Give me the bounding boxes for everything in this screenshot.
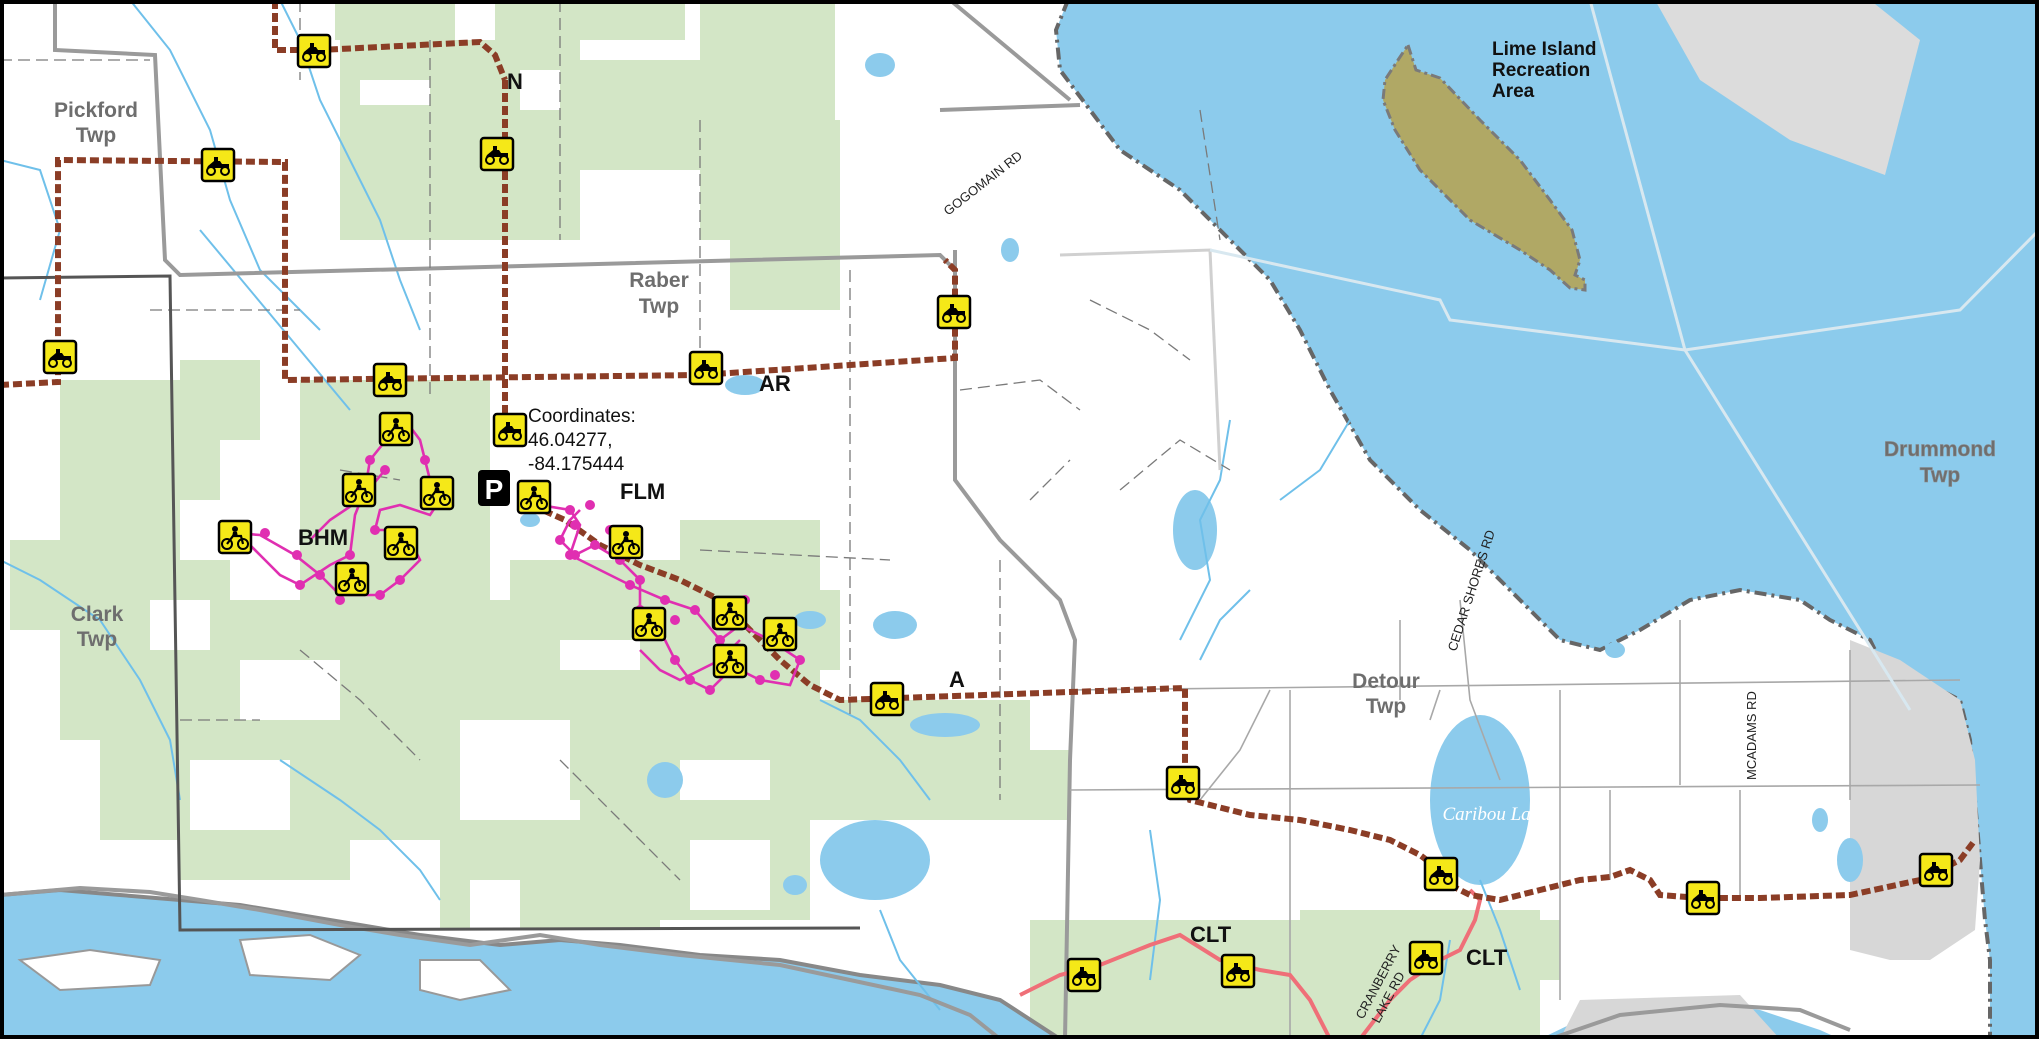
atv-trail-icon[interactable] (42, 339, 78, 375)
trail-label-bhm: BHM (298, 525, 348, 550)
township-label-drummond-twp: Twp (1920, 464, 1960, 487)
atv-trail-icon[interactable] (688, 350, 724, 386)
minor-roads (1069, 599, 1981, 1039)
svg-text:Recreation: Recreation (1492, 60, 1590, 81)
road-label-mcadams: MCADAMS RD (1744, 691, 1759, 780)
township-label-raber-twp: Twp (639, 295, 679, 318)
motorcycle-trail-icon[interactable] (341, 472, 377, 508)
atv-trail-icon[interactable] (1220, 953, 1256, 989)
township-label-detour-twp: Twp (1366, 695, 1406, 718)
atv-trail-icon[interactable] (1423, 856, 1459, 892)
parking-symbol: P (485, 474, 504, 505)
unpaved-roads (0, 0, 1231, 881)
township-labels: Pickford Twp Raber Twp Clark Twp Detour … (54, 99, 1996, 718)
lime-island (1381, 41, 1587, 292)
township-label-clark: Clark (71, 603, 124, 626)
drummond-island-land (1655, 0, 1920, 175)
township-label-drummond: Drummond (1884, 438, 1996, 461)
trail-label-flm: FLM (620, 479, 665, 504)
streams (0, 0, 1521, 1039)
coordinates-lat: 46.04277, (528, 430, 613, 451)
atv-trail-icon[interactable] (1408, 940, 1444, 976)
township-label-raber: Raber (629, 269, 689, 292)
motorcycle-trail-icon[interactable] (631, 606, 667, 642)
township-label-pickford: Pickford (54, 99, 138, 122)
water-boundaries (1209, 0, 2039, 711)
motorcycle-icons[interactable] (217, 411, 798, 679)
township-label-pickford-twp: Twp (76, 124, 116, 147)
trail-label-ar: AR (759, 371, 791, 396)
trail-label-a: A (949, 667, 965, 692)
motorcycle-trail-icon[interactable] (419, 475, 455, 511)
atv-trail-icon[interactable] (296, 33, 332, 69)
lake-huron (1053, 0, 2039, 1039)
motorcycle-trail-icon[interactable] (217, 519, 253, 555)
township-label-detour: Detour (1352, 670, 1420, 693)
lime-island-label: Lime Island Recreation Area (1492, 39, 1597, 102)
trail-label-clt-east: CLT (1466, 945, 1508, 970)
motorcycle-trail-icon[interactable] (608, 524, 644, 560)
atv-trail-icon[interactable] (1685, 880, 1721, 916)
svg-text:Lime Island: Lime Island (1492, 39, 1597, 60)
trail-label-n: N (507, 69, 523, 94)
atv-trail-icon[interactable] (1165, 765, 1201, 801)
atv-trail-icon[interactable] (492, 412, 528, 448)
township-label-clark-twp: Twp (77, 628, 117, 651)
motorcycle-trail-icon[interactable] (762, 616, 798, 652)
motorcycle-trail-icon[interactable] (516, 479, 552, 515)
motorcycle-trail-icon[interactable] (334, 561, 370, 597)
motorcycle-trail-icon[interactable] (378, 411, 414, 447)
private-land (150, 70, 770, 930)
township-boundaries (0, 274, 861, 932)
parking-icon[interactable]: P (478, 470, 510, 506)
atv-trail-icon[interactable] (1918, 852, 1954, 888)
atv-trail-icon[interactable] (1066, 957, 1102, 993)
motorcycle-trail-icon[interactable] (712, 643, 748, 679)
atv-icons[interactable] (42, 33, 1954, 993)
shoreline-islands (17, 933, 513, 1002)
coordinates-lon: -84.175444 (528, 454, 625, 475)
coordinates-callout: Coordinates: 46.04277, -84.175444 (528, 406, 636, 475)
motorcycle-trail-icon[interactable] (383, 525, 419, 561)
trail-labels: N AR FLM BHM A CLT CLT (298, 69, 1508, 970)
atv-trail-icon[interactable] (936, 294, 972, 330)
motorcycle-trail-icon[interactable] (712, 595, 748, 631)
atv-trail-icon[interactable] (200, 147, 236, 183)
svg-text:Area: Area (1492, 81, 1535, 102)
atv-trail-icon[interactable] (479, 136, 515, 172)
coordinates-label: Coordinates: (528, 406, 636, 427)
atv-trail-icon[interactable] (869, 681, 905, 717)
trail-label-clt-west: CLT (1190, 922, 1232, 947)
atv-trail-icon[interactable] (372, 362, 408, 398)
roads (0, 0, 1851, 1039)
caribou-lake-label: Caribou Lake (1442, 804, 1547, 825)
